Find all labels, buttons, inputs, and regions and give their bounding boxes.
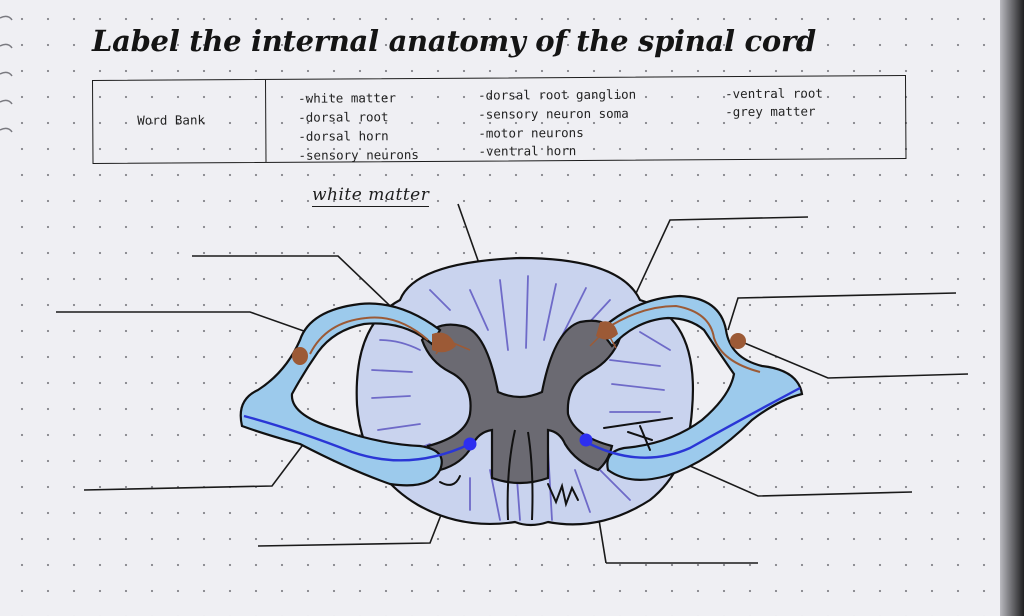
- spiral-binding: [0, 15, 13, 133]
- right-sensory-nerve-line: [603, 304, 761, 373]
- label-line-top-right: [631, 216, 809, 303]
- worksheet-title: Label the internal anatomy of the spinal…: [92, 24, 816, 58]
- ventral-dendrite-strokes: [439, 417, 673, 508]
- left-soma-branches: [435, 339, 471, 355]
- right-motor-neuron-soma: [579, 433, 593, 447]
- ventral-median-fissure: [506, 429, 534, 521]
- left-dorsal-root-ganglion: [292, 347, 308, 365]
- label-line-right-lower: [689, 465, 913, 497]
- left-spinal-nerve-root: [239, 302, 443, 487]
- page-edge-shadow: [1000, 0, 1024, 616]
- label-line-right-upper: [727, 292, 957, 331]
- handwritten-answer-white-matter: white matter: [312, 185, 430, 207]
- right-motor-nerve-line: [585, 386, 801, 459]
- left-sensory-nerve-line: [309, 316, 429, 355]
- label-line-left-lower: [83, 441, 306, 491]
- spinal-cord-diagram: [56, 203, 969, 564]
- right-dorsal-root-ganglion: [730, 333, 746, 349]
- right-soma-branches: [589, 329, 617, 349]
- label-line-right-mid: [741, 341, 969, 379]
- left-motor-nerve-line: [243, 414, 471, 462]
- left-motor-neuron-soma: [463, 437, 477, 451]
- label-line-left-mid: [56, 311, 319, 337]
